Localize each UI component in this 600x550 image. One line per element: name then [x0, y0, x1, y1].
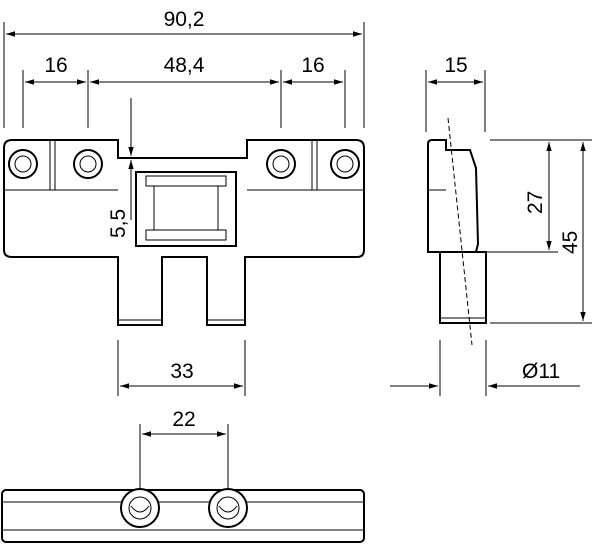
dim-hole-spacings: 16 48,4 16 — [22, 54, 346, 128]
dim-offset-label: 5,5 — [107, 209, 130, 238]
dim-total-height-label: 45 — [559, 231, 582, 254]
dim-leg-spacing-label: 33 — [170, 360, 193, 383]
dim-left-hole-spacing-label: 16 — [44, 54, 67, 77]
front-body-outline — [3, 139, 365, 326]
hole-right-inner — [266, 149, 296, 179]
dim-center-hole-spacing-label: 48,4 — [164, 54, 205, 77]
front-view — [3, 139, 365, 326]
dim-leg-spacing: 33 — [117, 340, 246, 396]
bottom-view — [1, 488, 365, 543]
dim-bottom-hole-spacing: 22 — [139, 408, 229, 490]
dim-diameter: Ø11 — [390, 340, 580, 396]
bottom-hole-right — [208, 488, 248, 528]
dim-side-thickness: 15 — [425, 54, 486, 132]
dim-diameter-label: Ø11 — [522, 360, 560, 383]
side-view — [427, 117, 487, 346]
center-clip — [135, 171, 237, 247]
dim-side-thickness-label: 15 — [444, 54, 467, 77]
side-upper-outline — [427, 139, 480, 253]
hole-left-inner — [73, 149, 103, 179]
dim-overall-width: 90,2 — [3, 8, 365, 128]
hole-right-outer — [330, 149, 360, 179]
dim-right-hole-spacing-label: 16 — [301, 54, 324, 77]
bottom-hole-left — [120, 488, 160, 528]
dim-overall-width-label: 90,2 — [164, 8, 205, 31]
dim-offset: 5,5 — [107, 98, 136, 238]
hole-left-outer — [8, 149, 38, 179]
dim-heights: 27 45 — [486, 139, 592, 324]
dim-upper-height-label: 27 — [524, 191, 547, 214]
side-lower-outline — [439, 251, 487, 324]
dim-bottom-hole-spacing-label: 22 — [172, 408, 195, 431]
